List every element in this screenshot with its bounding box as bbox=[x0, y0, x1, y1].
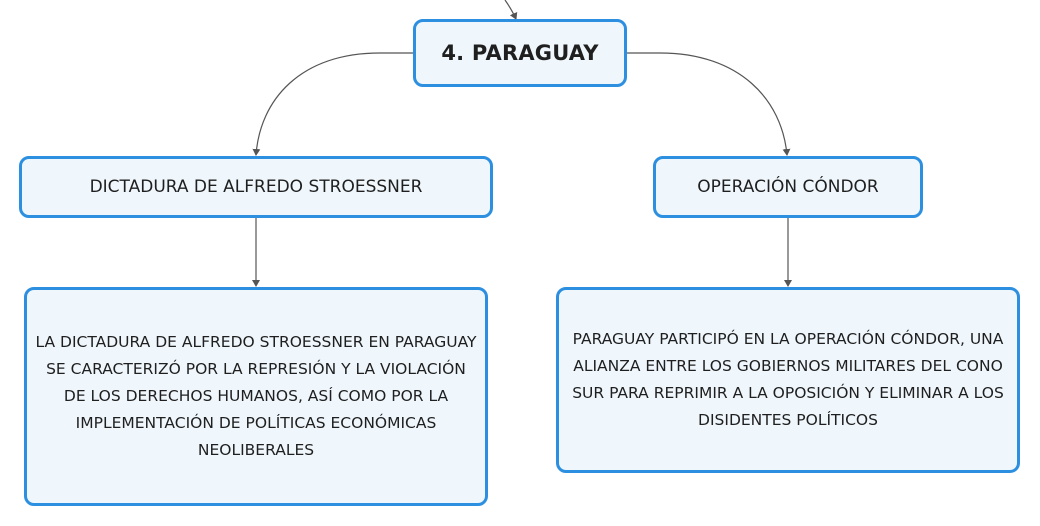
root-node[interactable]: 4. PARAGUAY bbox=[413, 19, 627, 87]
root-to-left-topic-connector bbox=[252, 52, 413, 156]
detail-node-text: LA DICTADURA DE ALFREDO STROESSNER EN PA… bbox=[35, 333, 477, 459]
detail-node-text: PARAGUAY PARTICIPÓ EN LA OPERACIÓN CÓNDO… bbox=[572, 330, 1004, 429]
detail-node-stroessner[interactable]: LA DICTADURA DE ALFREDO STROESSNER EN PA… bbox=[24, 287, 488, 506]
topic-node-label: DICTADURA DE ALFREDO STROESSNER bbox=[89, 177, 423, 197]
root-node-label: 4. PARAGUAY bbox=[441, 41, 599, 65]
detail-node-operacion-condor[interactable]: PARAGUAY PARTICIPÓ EN LA OPERACIÓN CÓNDO… bbox=[556, 287, 1020, 473]
topic-node-label: OPERACIÓN CÓNDOR bbox=[697, 177, 879, 197]
topic-node-operacion-condor[interactable]: OPERACIÓN CÓNDOR bbox=[653, 156, 923, 218]
topic-node-stroessner[interactable]: DICTADURA DE ALFREDO STROESSNER bbox=[19, 156, 493, 218]
parent-connector bbox=[504, 0, 518, 20]
root-to-right-topic-connector bbox=[627, 52, 791, 156]
